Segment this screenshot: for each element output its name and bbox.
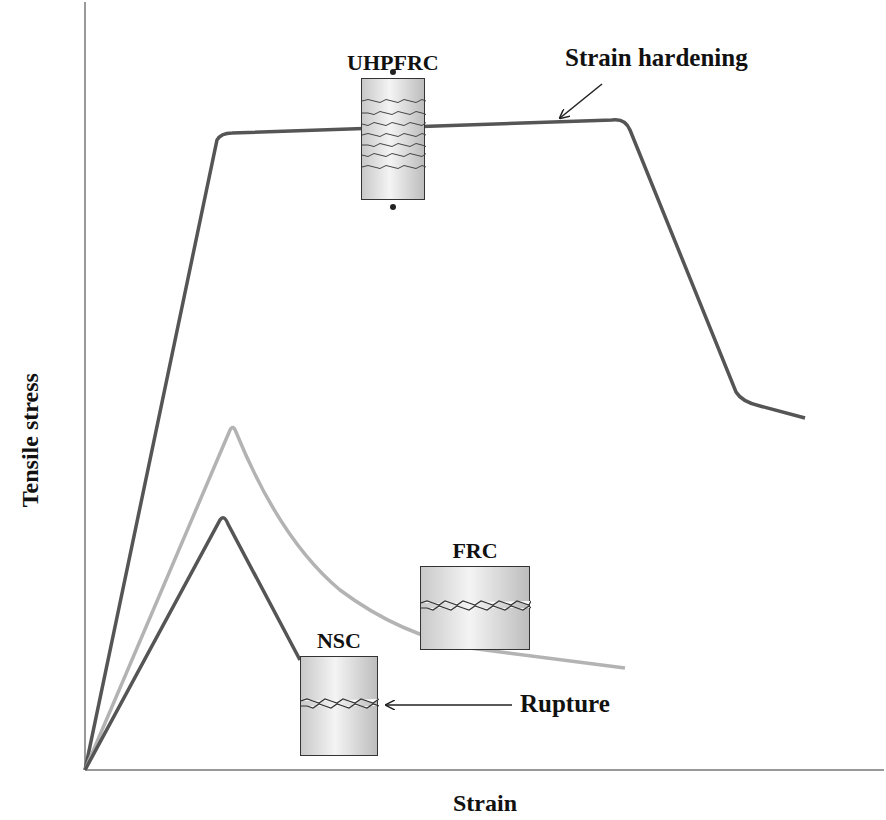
crack — [362, 123, 426, 126]
annotation: Rupture — [520, 690, 610, 718]
crack-lines — [362, 79, 426, 201]
nsc-curve — [85, 518, 300, 770]
crack — [362, 154, 426, 157]
crack — [362, 100, 426, 103]
specimen-label: FRC — [452, 539, 497, 566]
annotation: Strain hardening — [565, 44, 748, 72]
crack — [362, 144, 426, 147]
load-point — [390, 204, 396, 210]
y-axis — [84, 2, 86, 770]
specimen-box — [300, 656, 378, 756]
frc-curve — [85, 427, 625, 770]
axis-title: Tensile stress — [17, 373, 43, 507]
specimen-node: FRC — [420, 539, 530, 650]
specimen-box — [420, 566, 530, 650]
leader-arrow — [560, 84, 602, 118]
uhpfrc-curve — [85, 120, 805, 770]
specimen-label: UHPFRC — [347, 51, 439, 78]
leader-arrow — [386, 704, 512, 706]
axis-title: Strain — [453, 790, 517, 816]
crack-lines — [301, 657, 379, 757]
crack-lines — [421, 567, 531, 651]
crack — [362, 166, 426, 169]
specimen-label: NSC — [317, 629, 361, 656]
specimen-node: NSC — [300, 629, 378, 756]
crack — [421, 601, 531, 610]
specimen-node: UHPFRC — [347, 51, 439, 200]
crack — [362, 134, 426, 137]
crack — [362, 112, 426, 115]
x-axis — [85, 769, 884, 771]
crack — [301, 699, 379, 708]
specimen-box — [361, 78, 425, 200]
